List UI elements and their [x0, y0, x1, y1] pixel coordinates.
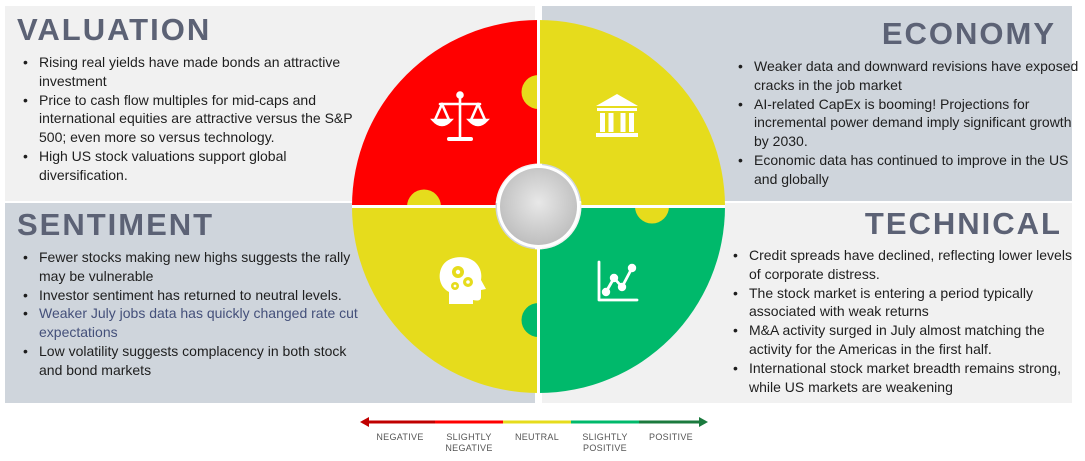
economy-panel: ECONOMY Weaker data and downward revisio… [542, 6, 1078, 201]
head-gears-icon [439, 257, 486, 304]
list-item: High US stock valuations support global … [23, 147, 369, 185]
bank-icon [596, 94, 638, 137]
valuation-title: VALUATION [17, 12, 212, 47]
list-item: Economic data has continued to improve i… [738, 151, 1079, 189]
list-item: M&A activity surged in July almost match… [733, 321, 1079, 359]
puzzle-diagram [352, 20, 725, 393]
list-item: Credit spreads have declined, reflecting… [733, 246, 1079, 284]
list-item: Price to cash flow multiples for mid-cap… [23, 91, 369, 147]
negative-arrowhead [360, 417, 369, 427]
legend-label-positive: POSITIVE [649, 432, 693, 442]
list-item: Weaker July jobs data has quickly change… [23, 304, 369, 342]
scale-arrow [360, 417, 708, 427]
sentiment-title: SENTIMENT [17, 207, 215, 242]
center-hole [497, 165, 580, 248]
technical-bullets: Credit spreads have declined, reflecting… [732, 246, 1079, 396]
technical-title: TECHNICAL [864, 206, 1062, 241]
list-item: International stock market breadth remai… [733, 359, 1079, 397]
list-item: Rising real yields have made bonds an at… [23, 53, 369, 91]
economy-title: ECONOMY [881, 16, 1056, 51]
legend-segment-positive [639, 420, 699, 424]
list-item: The stock market is entering a period ty… [733, 284, 1079, 322]
legend-label-negative: NEGATIVE [376, 432, 424, 442]
list-item: AI-related CapEx is booming! Projections… [738, 95, 1079, 151]
list-item: Investor sentiment has returned to neutr… [23, 286, 369, 305]
legend-segment-neutral [503, 420, 571, 424]
legend-segment-slightly-negative [435, 420, 503, 424]
legend-label-neutral: NEUTRAL [514, 432, 560, 442]
economy-bullets: Weaker data and downward revisions have … [737, 57, 1079, 189]
scales-icon [430, 91, 490, 141]
sentiment-bullets: Fewer stocks making new highs suggests t… [22, 248, 369, 380]
legend-segment-negative [369, 420, 435, 424]
positive-arrowhead [699, 417, 708, 427]
legend-segment-slightly-positive [571, 420, 639, 424]
line-chart-icon [597, 260, 639, 302]
list-item: Weaker data and downward revisions have … [738, 57, 1079, 95]
list-item: Low volatility suggests complacency in b… [23, 342, 369, 380]
list-item: Fewer stocks making new highs suggests t… [23, 248, 369, 286]
valuation-bullets: Rising real yields have made bonds an at… [22, 53, 369, 185]
sentiment-puzzle-piece [352, 206, 539, 393]
